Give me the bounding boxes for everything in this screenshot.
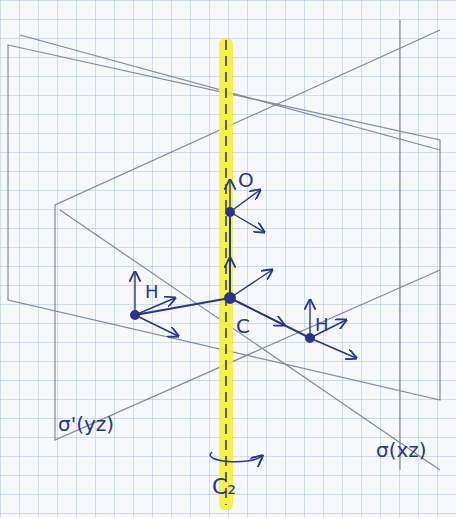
axis-highlight <box>219 38 233 510</box>
atoms-bonds <box>131 208 314 342</box>
atom-label: C <box>236 316 250 336</box>
plane-label: σ(xz) <box>376 440 427 460</box>
atom-label: O <box>238 170 254 190</box>
axis-label: C₂ <box>212 476 236 498</box>
plane-label: σ'(yz) <box>58 414 114 434</box>
c2-axis <box>225 40 227 505</box>
rotation-arrow <box>210 452 262 462</box>
atom-label: H <box>145 283 159 301</box>
atom-axes <box>135 180 356 358</box>
atom-label: H <box>315 316 329 334</box>
